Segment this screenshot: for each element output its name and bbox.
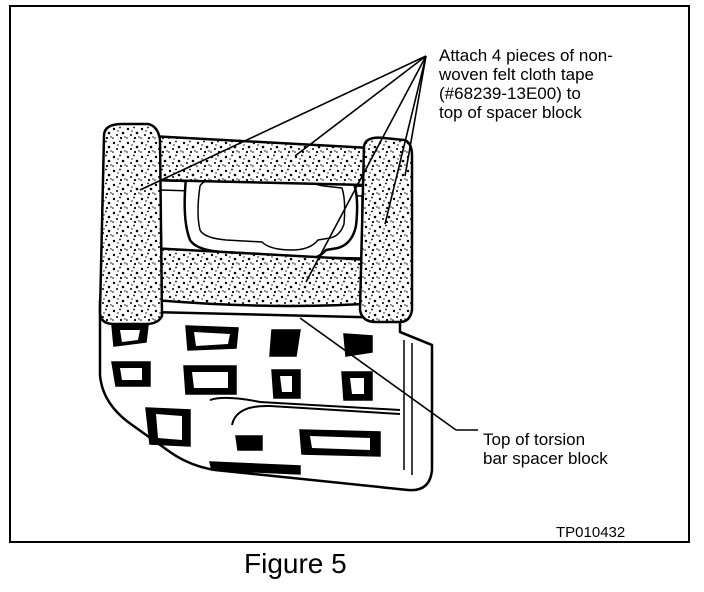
callout-felt-tape-line-3: (#68239-13E00) to (439, 84, 581, 103)
felt-tape-left (98, 122, 164, 326)
figure-code: TP010432 (556, 524, 626, 541)
callout-spacer-block-line-2: bar spacer block (483, 449, 608, 468)
leader-lines (139, 55, 478, 431)
felt-tape-right (358, 136, 414, 324)
callout-felt-tape-line-1: Attach 4 pieces of non- (439, 46, 613, 65)
callout-felt-tape-line-2: woven felt cloth tape (439, 65, 594, 84)
rib-highlights (120, 330, 370, 450)
figure-frame (9, 5, 690, 543)
spacer-block-body (98, 298, 434, 492)
callout-felt-tape-line-4: top of spacer block (439, 103, 582, 122)
figure-caption: Figure 5 (244, 548, 347, 579)
callout-spacer-block-top: Top of torsion bar spacer block (483, 430, 608, 468)
rib-outline (209, 396, 401, 426)
callout-spacer-block-line-1: Top of torsion (483, 430, 586, 449)
felt-tape-pieces (98, 122, 414, 326)
callout-felt-tape: Attach 4 pieces of non- woven felt cloth… (439, 46, 613, 122)
